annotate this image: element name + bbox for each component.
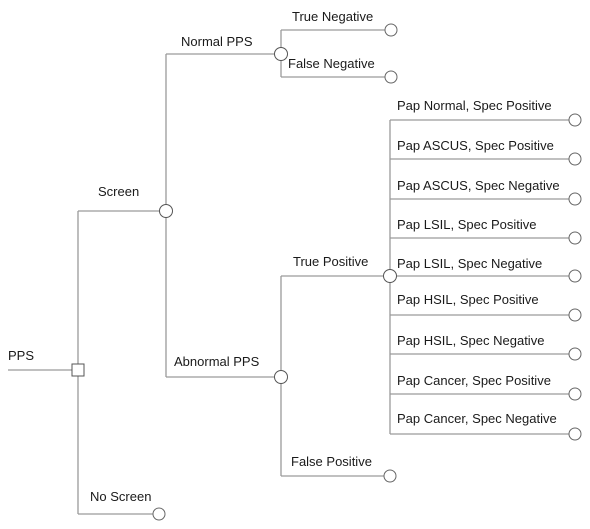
outcome-1: Pap ASCUS, Spec Positive xyxy=(390,138,582,166)
outcome-terminal-node xyxy=(568,347,582,361)
root-branch: PPS xyxy=(8,348,72,371)
no-screen-terminal-node xyxy=(152,507,166,521)
outcome-label: Pap HSIL, Spec Negative xyxy=(397,333,544,348)
false-negative-terminal-node xyxy=(384,70,398,84)
normal-pps-label: Normal PPS xyxy=(181,34,253,49)
false-positive-terminal-node xyxy=(383,469,397,483)
root-label: PPS xyxy=(8,348,34,363)
false-positive-label: False Positive xyxy=(291,454,372,469)
outcome-label: Pap Cancer, Spec Negative xyxy=(397,411,557,426)
outcome-terminal-node xyxy=(568,387,582,401)
outcome-5: Pap HSIL, Spec Positive xyxy=(390,292,582,322)
outcome-terminal-node xyxy=(568,113,582,127)
normal-pps-chance-node xyxy=(274,47,288,61)
outcome-label: Pap HSIL, Spec Positive xyxy=(397,292,539,307)
outcome-4: Pap LSIL, Spec Negative xyxy=(390,256,582,283)
outcome-label: Pap ASCUS, Spec Negative xyxy=(397,178,560,193)
false-negative-branch: False Negative xyxy=(281,56,398,84)
true-negative-branch: True Negative xyxy=(281,9,398,37)
screen-branch: Screen xyxy=(78,184,160,212)
screen-chance-node xyxy=(159,204,173,218)
false-positive-branch: False Positive xyxy=(281,454,397,483)
abnormal-pps-chance-node xyxy=(274,370,288,384)
false-negative-label: False Negative xyxy=(288,56,375,71)
true-positive-chance-node xyxy=(383,269,397,283)
abnormal-pps-branch: Abnormal PPS xyxy=(166,354,274,378)
outcome-7: Pap Cancer, Spec Positive xyxy=(390,373,582,401)
decision-node xyxy=(71,363,85,377)
outcome-label: Pap Cancer, Spec Positive xyxy=(397,373,551,388)
outcome-label: Pap ASCUS, Spec Positive xyxy=(397,138,554,153)
outcome-label: Pap LSIL, Spec Negative xyxy=(397,256,542,271)
outcome-label: Pap Normal, Spec Positive xyxy=(397,98,552,113)
outcome-6: Pap HSIL, Spec Negative xyxy=(390,333,582,361)
outcome-label: Pap LSIL, Spec Positive xyxy=(397,217,536,232)
true-negative-label: True Negative xyxy=(292,9,373,24)
outcome-terminal-node xyxy=(568,152,582,166)
no-screen-label: No Screen xyxy=(90,489,151,504)
screen-label: Screen xyxy=(98,184,139,199)
outcome-8: Pap Cancer, Spec Negative xyxy=(390,411,582,441)
abnormal-pps-label: Abnormal PPS xyxy=(174,354,260,369)
outcome-terminal-node xyxy=(568,269,582,283)
outcome-terminal-node xyxy=(568,231,582,245)
outcome-2: Pap ASCUS, Spec Negative xyxy=(390,178,582,206)
outcome-3: Pap LSIL, Spec Positive xyxy=(390,217,582,245)
no-screen-branch: No Screen xyxy=(78,489,166,521)
outcome-0: Pap Normal, Spec Positive xyxy=(390,98,582,127)
normal-pps-branch: Normal PPS xyxy=(166,34,275,55)
outcome-terminal-node xyxy=(568,427,582,441)
true-negative-terminal-node xyxy=(384,23,398,37)
true-positive-label: True Positive xyxy=(293,254,368,269)
true-positive-branch: True Positive xyxy=(281,254,384,277)
outcome-terminal-node xyxy=(568,192,582,206)
outcome-terminal-node xyxy=(568,308,582,322)
